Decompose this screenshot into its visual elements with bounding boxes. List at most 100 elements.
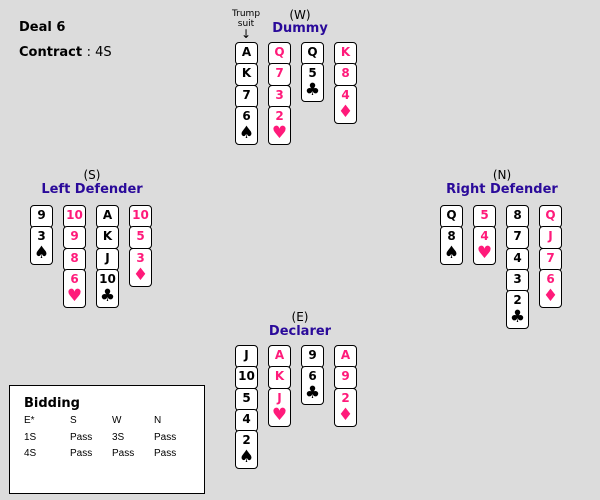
card-5-of-hearts[interactable]: 5 xyxy=(473,205,496,228)
card-K-of-spades[interactable]: K xyxy=(235,63,258,87)
card-rank: 8 xyxy=(341,66,350,81)
card-Q-of-hearts[interactable]: Q xyxy=(268,42,291,65)
card-rank: 3 xyxy=(136,250,145,265)
card-rank: 9 xyxy=(341,369,350,384)
card-rank: 2 xyxy=(242,433,251,448)
card-7-of-clubs[interactable]: 7 xyxy=(506,226,529,250)
spade-icon: ♠ xyxy=(33,243,50,264)
card-rank: J xyxy=(277,390,282,405)
card-4-of-spades[interactable]: 4 xyxy=(235,408,258,432)
card-9-of-spades[interactable]: 9 xyxy=(30,205,53,228)
card-3-of-spades[interactable]: 3♠ xyxy=(30,226,53,266)
card-rank: 6 xyxy=(308,369,317,384)
card-9-of-clubs[interactable]: 9 xyxy=(301,345,324,368)
card-3-of-clubs[interactable]: 3 xyxy=(506,268,529,292)
card-2-of-hearts[interactable]: 2♥ xyxy=(268,105,291,145)
card-rank: A xyxy=(102,208,113,222)
card-rank: 5 xyxy=(136,229,145,244)
card-K-of-hearts[interactable]: K xyxy=(268,366,291,390)
card-7-of-spades[interactable]: 7 xyxy=(235,84,258,108)
card-Q-of-spades[interactable]: Q xyxy=(440,205,463,228)
declarer-role: Declarer xyxy=(268,324,332,339)
card-A-of-hearts[interactable]: A xyxy=(268,345,291,368)
card-K-of-clubs[interactable]: K xyxy=(96,226,119,250)
card-rank: 7 xyxy=(242,87,251,102)
card-10-of-spades[interactable]: 10 xyxy=(235,366,258,390)
card-8-of-clubs[interactable]: 8 xyxy=(506,205,529,228)
bid-cell: 3S xyxy=(112,432,125,443)
card-2-of-clubs[interactable]: 2♣ xyxy=(506,290,529,330)
card-10-of-hearts[interactable]: 10 xyxy=(63,205,86,228)
club-icon: ♣ xyxy=(304,80,321,101)
card-rank: 6 xyxy=(546,271,555,286)
card-A-of-spades[interactable]: A xyxy=(235,42,258,65)
bid-cell: W xyxy=(112,415,122,426)
card-6-of-diamonds[interactable]: 6♦ xyxy=(539,268,562,308)
card-9-of-hearts[interactable]: 9 xyxy=(63,226,86,250)
card-rank: A xyxy=(274,348,285,362)
right-role: Right Defender xyxy=(446,182,558,197)
card-J-of-diamonds[interactable]: J xyxy=(539,226,562,250)
bid-cell: Pass xyxy=(154,432,177,443)
card-5-of-diamonds[interactable]: 5 xyxy=(129,226,152,250)
card-5-of-clubs[interactable]: 5♣ xyxy=(301,63,324,103)
card-rank: 7 xyxy=(275,66,284,81)
card-3-of-diamonds[interactable]: 3♦ xyxy=(129,247,152,287)
card-rank: 2 xyxy=(341,390,350,405)
bid-cell: Pass xyxy=(70,432,93,443)
contract-label: Contract xyxy=(19,45,83,60)
card-8-of-diamonds[interactable]: 8 xyxy=(334,63,357,87)
card-rank: 5 xyxy=(242,390,251,405)
card-2-of-diamonds[interactable]: 2♦ xyxy=(334,387,357,427)
card-rank: 10 xyxy=(238,369,255,384)
card-6-of-clubs[interactable]: 6♣ xyxy=(301,366,324,406)
dummy-position: (W) xyxy=(289,8,311,22)
card-rank: Q xyxy=(307,45,318,59)
card-rank: 5 xyxy=(480,208,489,222)
card-rank: 4 xyxy=(513,250,522,265)
card-rank: J xyxy=(244,348,249,362)
card-rank: 10 xyxy=(66,208,83,222)
bid-cell: Pass xyxy=(154,448,177,459)
heart-icon: ♥ xyxy=(271,122,288,143)
card-8-of-hearts[interactable]: 8 xyxy=(63,247,86,271)
card-4-of-hearts[interactable]: 4♥ xyxy=(473,226,496,266)
club-icon: ♣ xyxy=(304,383,321,404)
card-6-of-hearts[interactable]: 6♥ xyxy=(63,268,86,308)
bid-cell: Pass xyxy=(112,448,135,459)
card-J-of-hearts[interactable]: J♥ xyxy=(268,387,291,427)
card-10-of-diamonds[interactable]: 10 xyxy=(129,205,152,228)
card-4-of-clubs[interactable]: 4 xyxy=(506,247,529,271)
heart-icon: ♥ xyxy=(271,404,288,425)
card-J-of-spades[interactable]: J xyxy=(235,345,258,368)
card-rank: Q xyxy=(274,45,285,59)
card-7-of-diamonds[interactable]: 7 xyxy=(539,247,562,271)
card-3-of-hearts[interactable]: 3 xyxy=(268,84,291,108)
card-K-of-diamonds[interactable]: K xyxy=(334,42,357,65)
declarer-position: (E) xyxy=(291,310,309,324)
card-A-of-diamonds[interactable]: A xyxy=(334,345,357,368)
card-Q-of-clubs[interactable]: Q xyxy=(301,42,324,65)
card-6-of-spades[interactable]: 6♠ xyxy=(235,105,258,145)
card-5-of-spades[interactable]: 5 xyxy=(235,387,258,411)
bid-cell: N xyxy=(154,415,162,426)
card-J-of-clubs[interactable]: J xyxy=(96,247,119,271)
card-9-of-diamonds[interactable]: 9 xyxy=(334,366,357,390)
card-Q-of-diamonds[interactable]: Q xyxy=(539,205,562,228)
left-position: (S) xyxy=(83,168,101,182)
card-8-of-spades[interactable]: 8♠ xyxy=(440,226,463,266)
card-A-of-clubs[interactable]: A xyxy=(96,205,119,228)
card-4-of-diamonds[interactable]: 4♦ xyxy=(334,84,357,124)
card-rank: A xyxy=(241,45,252,59)
card-2-of-spades[interactable]: 2♠ xyxy=(235,430,258,470)
bid-cell: 1S xyxy=(24,432,37,443)
card-rank: 4 xyxy=(242,411,251,426)
card-rank: 2 xyxy=(275,108,284,123)
card-10-of-clubs[interactable]: 10♣ xyxy=(96,268,119,308)
trump-suit-note: Trump suit↓ xyxy=(226,9,266,40)
left-role: Left Defender xyxy=(41,182,143,197)
card-rank: 7 xyxy=(546,250,555,265)
card-rank: J xyxy=(105,250,110,265)
card-7-of-hearts[interactable]: 7 xyxy=(268,63,291,87)
